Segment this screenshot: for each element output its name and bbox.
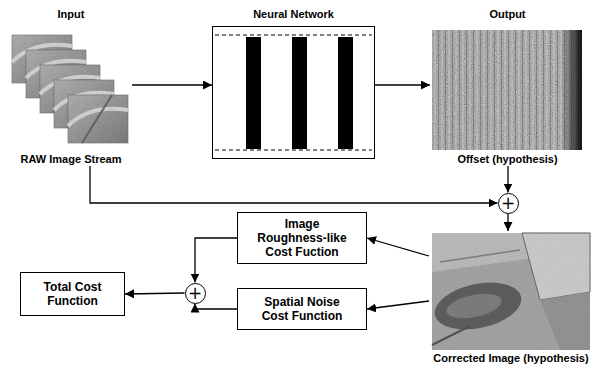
box-heading: Neural Network — [253, 8, 334, 21]
layer-bar — [246, 37, 261, 149]
connector-arrow — [367, 238, 429, 256]
sum-sign: + — [501, 195, 515, 212]
raw-frame — [68, 95, 128, 143]
corrected-image — [430, 233, 590, 350]
sum-junction: + — [185, 283, 206, 304]
process-box: Spatial Noise Cost Function — [237, 288, 367, 330]
raw-frame-grain — [68, 95, 128, 143]
image-panel: OutputOffset (hypothesis) — [430, 8, 585, 166]
image-caption: RAW Image Stream — [19, 153, 124, 166]
scene-grain — [432, 233, 590, 350]
sum-sign: + — [188, 285, 202, 302]
connector-arrow — [195, 238, 237, 283]
scene-ground — [432, 233, 590, 350]
process-box: Total Cost Function — [20, 272, 125, 316]
raw-image-stack — [12, 35, 128, 143]
box-label: Spatial Noise Cost Function — [254, 295, 350, 323]
dashed-line — [215, 150, 372, 151]
box-label: Image Roughness-like Cost Fuction — [254, 217, 350, 259]
offset-image — [432, 30, 582, 150]
connector-arrow — [367, 301, 429, 309]
connector-arrow — [507, 214, 508, 232]
process-box: Image Roughness-like Cost Fuction — [237, 212, 367, 264]
connector-arrow — [125, 293, 185, 294]
connector-arrow — [507, 166, 508, 193]
layer-bar — [292, 37, 307, 149]
image-panel: Corrected Image (hypothesis) — [429, 231, 593, 365]
offset-stripes — [432, 30, 582, 150]
network-box: Neural Network — [212, 26, 375, 159]
image-caption: Corrected Image (hypothesis) — [431, 352, 590, 365]
offset-shade — [432, 30, 582, 150]
connector-arrow — [132, 84, 212, 85]
image-panel: InputRAW Image Stream — [10, 8, 132, 166]
sum-junction: + — [498, 193, 519, 214]
image-caption: Offset (hypothesis) — [455, 153, 559, 166]
network-symbol — [215, 35, 372, 150]
dashed-line — [215, 35, 372, 36]
offset-noise — [432, 30, 582, 150]
layer-bar — [338, 37, 353, 149]
connector-arrow — [90, 166, 498, 203]
image-title: Output — [487, 8, 527, 21]
image-title: Input — [56, 8, 87, 21]
connector-arrow — [375, 84, 430, 85]
box-label: Total Cost Function — [33, 280, 113, 308]
connector-arrow — [195, 304, 237, 310]
